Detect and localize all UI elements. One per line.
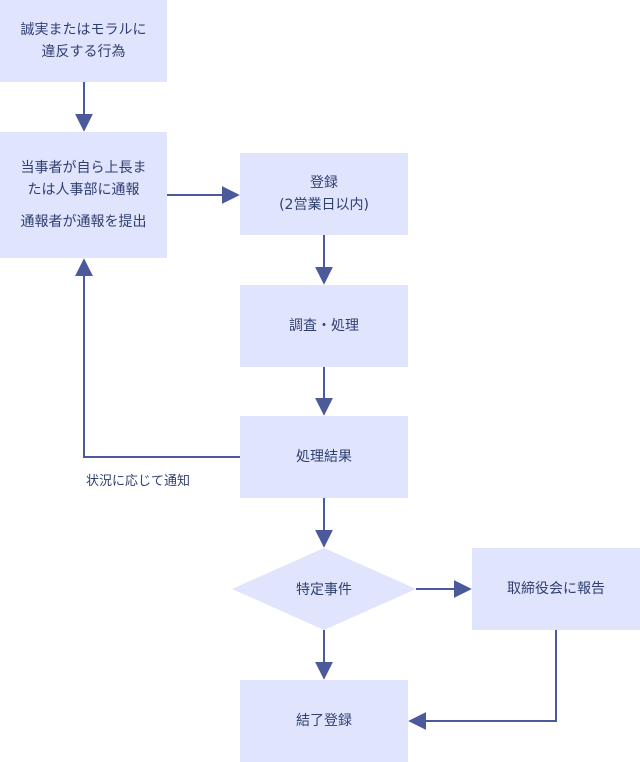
- node-notification-line2: たは人事部に通報: [27, 182, 140, 198]
- node-closure: 結了登録: [240, 680, 408, 762]
- node-result-label: 処理結果: [296, 449, 352, 465]
- node-notification: 当事者が自ら上長ま たは人事部に通報 通報者が通報を提出: [0, 132, 167, 258]
- node-board-report-label: 取締役会に報告: [507, 581, 605, 597]
- node-register-line2: (2営業日以内): [279, 197, 369, 213]
- node-closure-label: 結了登録: [296, 713, 352, 729]
- node-decision-label: 特定事件: [296, 582, 352, 598]
- node-decision: 特定事件: [232, 548, 416, 630]
- node-notification-line3: 通報者が通報を提出: [20, 214, 147, 230]
- node-register-line1: 登録: [310, 175, 338, 191]
- decision-diamond-shape: [232, 548, 416, 630]
- node-register: 登録 (2営業日以内): [240, 153, 408, 235]
- node-misconduct-line2: 違反する行為: [41, 44, 126, 60]
- edge-board-to-close: [408, 630, 557, 730]
- node-result: 処理結果: [240, 416, 408, 498]
- feedback-edge-label: 状況に応じて通知: [86, 474, 191, 489]
- node-misconduct: 誠実またはモラルに 違反する行為: [0, 0, 167, 82]
- node-notification-line1: 当事者が自ら上長ま: [20, 160, 147, 176]
- node-investigate-label: 調査・処理: [289, 318, 359, 334]
- node-misconduct-line1: 誠実またはモラルに: [20, 22, 147, 38]
- node-investigate: 調査・処理: [240, 285, 408, 367]
- edge-result-to-notify: [75, 258, 240, 458]
- node-board-report: 取締役会に報告: [472, 548, 640, 630]
